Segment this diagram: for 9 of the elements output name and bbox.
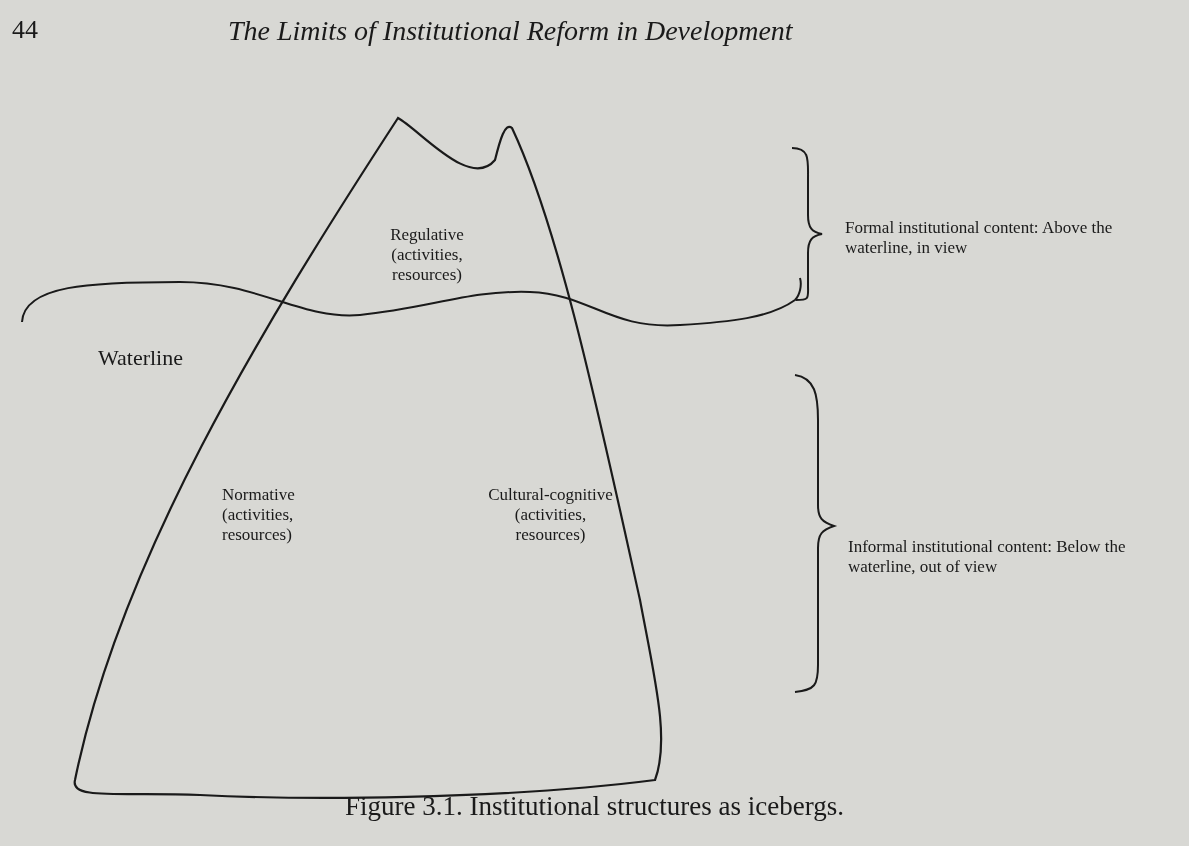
brace-label: Informal institutional content: Below the waterline, out of view	[848, 537, 1127, 577]
region-label: Cultural-cognitive (activities, resources)	[488, 485, 613, 545]
brace-label: Formal institutional content: Above the waterline, in view	[845, 218, 1114, 258]
region-label: Normative (activities, resources)	[222, 485, 296, 545]
page-number: 44	[12, 14, 39, 45]
running-head: The Limits of Institutional Reform in Development	[228, 14, 794, 48]
region-label: Regulative (activities, resources)	[389, 225, 465, 285]
caption: Figure 3.1. Institutional structures as icebergs.	[344, 790, 845, 822]
waterline-label: Waterline	[98, 345, 184, 371]
